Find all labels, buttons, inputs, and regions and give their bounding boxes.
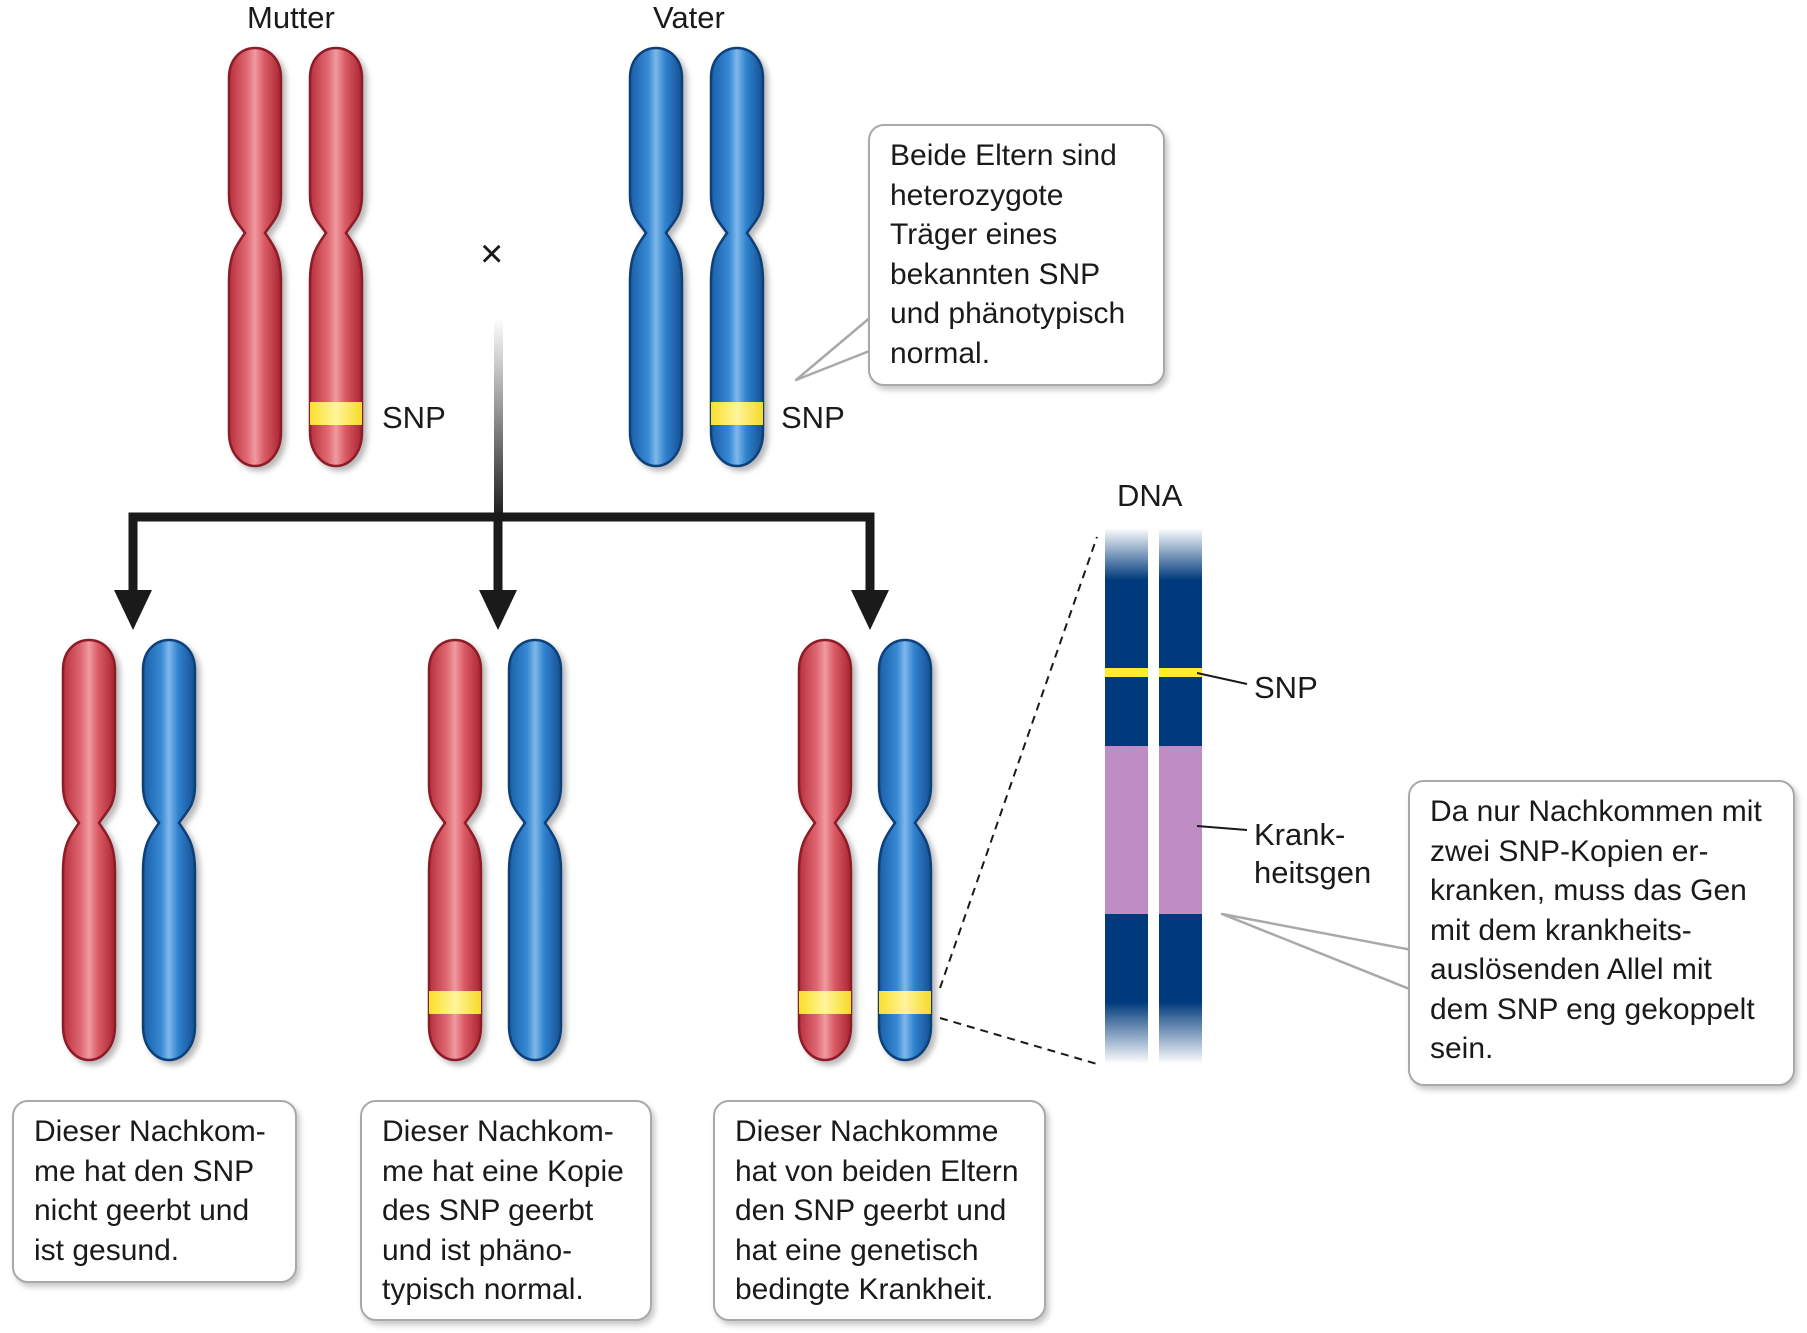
snp-band xyxy=(799,991,851,1014)
arrowhead xyxy=(114,590,152,630)
note-line: me hat den SNP xyxy=(34,1154,255,1188)
dna-snp-marker xyxy=(1159,668,1202,677)
linkage-note-pointer xyxy=(1220,912,1413,992)
note-line: nicht geerbt und xyxy=(34,1194,250,1227)
dna-strands xyxy=(1105,528,1248,1064)
note-line: hat von beiden Eltern xyxy=(735,1154,1019,1188)
zoom-lines xyxy=(939,536,1098,1065)
linkage-note: Da nur Nachkommen mit zwei SNP-Kopien er… xyxy=(1408,780,1795,1086)
note-line: me hat eine Kopie xyxy=(382,1154,624,1188)
arrowhead xyxy=(851,590,889,630)
mother-snp-label: SNP xyxy=(382,400,446,435)
father-snp-label: SNP xyxy=(781,400,845,435)
dna-title: DNA xyxy=(1117,478,1183,513)
note-line: bedingte Krankheit. xyxy=(735,1273,994,1306)
note-line: und phänotypisch xyxy=(890,297,1126,330)
note-line: Träger eines xyxy=(890,218,1058,251)
note-line: typisch normal. xyxy=(382,1273,584,1306)
note-line: Dieser Nachkom- xyxy=(34,1115,266,1148)
note-line: auslösenden Allel mit xyxy=(1430,953,1712,986)
mother-chromosome-plain xyxy=(227,46,283,468)
snp-band xyxy=(879,991,931,1014)
note-line: ist gesund. xyxy=(34,1233,180,1267)
note-line: des SNP geerbt xyxy=(382,1194,594,1227)
note-line: den SNP geerbt und xyxy=(735,1194,1007,1227)
snp-band xyxy=(429,991,481,1014)
note-line: bekannten SNP xyxy=(890,257,1101,291)
dna-snp-marker xyxy=(1105,668,1148,677)
note-line: zwei SNP-Kopien er- xyxy=(1430,834,1709,868)
note-line: Da nur Nachkommen mit xyxy=(1430,795,1762,828)
dna-gene-label-line: heitsgen xyxy=(1254,855,1372,890)
offspring-2-note: Dieser Nachkom- me hat eine Kopie des SN… xyxy=(360,1100,652,1321)
mother-label: Mutter xyxy=(247,0,335,35)
father-chromosome-plain xyxy=(628,46,684,468)
inheritance-arrows xyxy=(114,318,889,630)
note-line: dem SNP eng gekoppelt xyxy=(1430,992,1755,1026)
note-line: kranken, muss das Gen xyxy=(1430,874,1747,907)
father-label: Vater xyxy=(653,0,725,35)
arrowhead xyxy=(479,590,517,630)
offspring-1-chromosomes xyxy=(61,638,197,1062)
dna-gene-label-line: Krank- xyxy=(1254,817,1346,852)
dna-gene-label: Krank- heitsgen xyxy=(1254,816,1371,892)
note-line: Dieser Nachkom- xyxy=(382,1115,614,1148)
note-line: Dieser Nachkomme xyxy=(735,1115,999,1148)
note-line: mit dem krankheits- xyxy=(1430,913,1692,947)
father-chromosome-with-snp xyxy=(709,46,765,468)
note-line: und ist phäno- xyxy=(382,1233,573,1267)
snp-band xyxy=(310,402,362,425)
note-line: normal. xyxy=(890,336,991,370)
offspring-3-note: Dieser Nachkomme hat von beiden Eltern d… xyxy=(713,1100,1046,1321)
parents-note-pointer xyxy=(794,315,873,382)
offspring-2-chromosomes xyxy=(427,638,563,1062)
snp-band xyxy=(711,402,763,425)
note-line: heterozygote xyxy=(890,178,1064,212)
mother-chromosome-with-snp xyxy=(308,46,364,468)
offspring-1-note: Dieser Nachkom- me hat den SNP nicht gee… xyxy=(12,1100,297,1283)
cross-symbol: × xyxy=(480,232,504,276)
offspring-3-chromosomes xyxy=(797,638,933,1062)
note-line: Beide Eltern sind xyxy=(890,139,1117,172)
dna-snp-label: SNP xyxy=(1254,670,1318,705)
note-line: sein. xyxy=(1430,1032,1494,1065)
note-line: hat eine genetisch xyxy=(735,1233,979,1267)
parents-note: Beide Eltern sind heterozygote Träger ei… xyxy=(868,124,1165,386)
